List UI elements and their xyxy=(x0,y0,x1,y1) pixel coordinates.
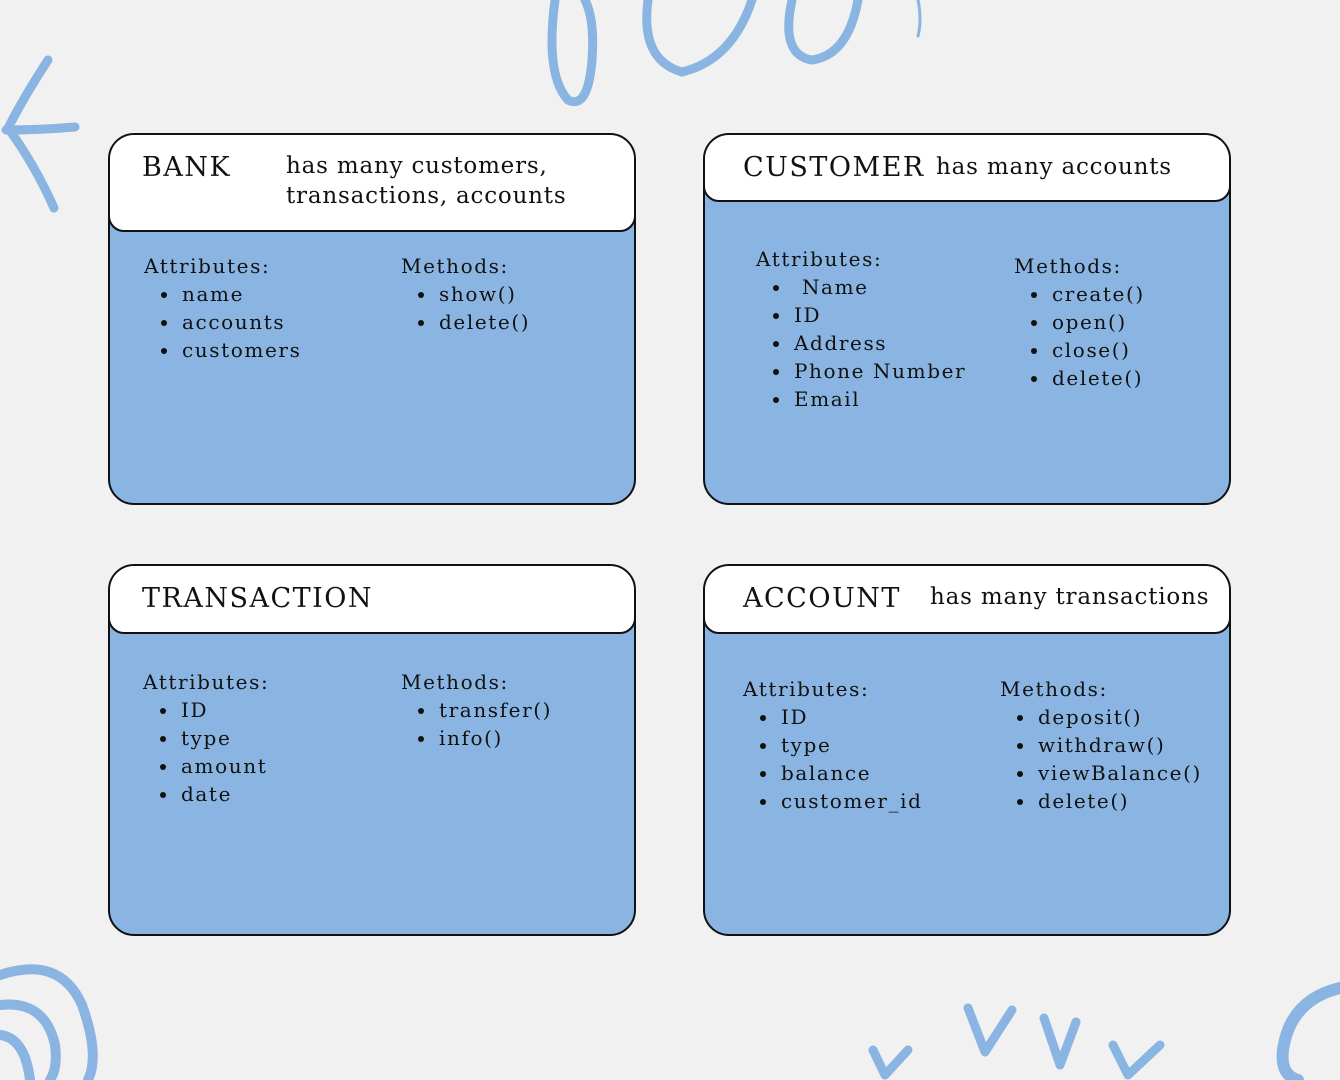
attribute-item: name xyxy=(180,280,301,308)
attributes-heading: Attributes: xyxy=(144,254,271,278)
attribute-item: Phone Number xyxy=(792,357,966,385)
customer-relationship: has many accounts xyxy=(936,154,1172,180)
method-item: delete() xyxy=(437,308,530,336)
customer-card: CUSTOMER has many accounts Attributes: N… xyxy=(703,133,1231,505)
account-attributes: Attributes: ID type balance customer_id xyxy=(743,675,923,815)
attribute-item: ID xyxy=(792,301,966,329)
transaction-card-header: TRANSACTION xyxy=(110,566,634,634)
method-item: withdraw() xyxy=(1036,731,1202,759)
attribute-item: type xyxy=(179,724,269,752)
method-item: open() xyxy=(1050,308,1145,336)
method-item: create() xyxy=(1050,280,1145,308)
bank-attributes: Attributes: name accounts customers xyxy=(144,252,301,364)
methods-heading: Methods: xyxy=(1014,254,1122,278)
attribute-item: ID xyxy=(779,703,923,731)
method-item: viewBalance() xyxy=(1036,759,1202,787)
method-item: close() xyxy=(1050,336,1145,364)
account-relationship: has many transactions xyxy=(930,584,1210,610)
transaction-methods: Methods: transfer() info() xyxy=(401,668,552,752)
attribute-item: Name xyxy=(792,273,966,301)
methods-heading: Methods: xyxy=(401,254,509,278)
account-card: ACCOUNT has many transactions Attributes… xyxy=(703,564,1231,936)
scribble-doodle-icon xyxy=(0,964,98,1080)
customer-attributes: Attributes: Name ID Address Phone Number… xyxy=(756,245,966,413)
bank-card: BANK has many customers, transactions, a… xyxy=(108,133,636,505)
transaction-card: TRANSACTION Attributes: ID type amount d… xyxy=(108,564,636,936)
checkmarks-doodle-icon xyxy=(868,1003,1165,1080)
bank-relationship-line-2: transactions, accounts xyxy=(286,183,567,209)
bank-card-header: BANK has many customers, transactions, a… xyxy=(110,135,634,232)
bank-relationship-line-1: has many customers, xyxy=(286,153,548,179)
attribute-item: type xyxy=(779,731,923,759)
attributes-heading: Attributes: xyxy=(743,677,870,701)
attribute-item: customer_id xyxy=(779,787,923,815)
attribute-item: date xyxy=(179,780,269,808)
attribute-item: accounts xyxy=(180,308,301,336)
customer-card-header: CUSTOMER has many accounts xyxy=(705,135,1229,202)
circle-doodle-icon xyxy=(1276,982,1340,1080)
attribute-item: ID xyxy=(179,696,269,724)
account-card-header: ACCOUNT has many transactions xyxy=(705,566,1229,634)
account-methods: Methods: deposit() withdraw() viewBalanc… xyxy=(1000,675,1202,815)
method-item: delete() xyxy=(1036,787,1202,815)
methods-heading: Methods: xyxy=(401,670,509,694)
bank-methods: Methods: show() delete() xyxy=(401,252,530,336)
customer-title: CUSTOMER xyxy=(743,152,925,183)
attribute-item: Address xyxy=(792,329,966,357)
attributes-heading: Attributes: xyxy=(756,247,883,271)
account-title: ACCOUNT xyxy=(743,583,901,614)
attributes-heading: Attributes: xyxy=(143,670,270,694)
method-item: deposit() xyxy=(1036,703,1202,731)
methods-heading: Methods: xyxy=(1000,677,1108,701)
bank-title: BANK xyxy=(142,152,232,183)
attribute-item: balance xyxy=(779,759,923,787)
transaction-attributes: Attributes: ID type amount date xyxy=(143,668,269,808)
method-item: info() xyxy=(437,724,552,752)
loop-doodle-icon xyxy=(547,0,922,107)
arrow-doodle-icon xyxy=(1,55,80,213)
bank-relationship: has many customers, transactions, accoun… xyxy=(286,151,566,211)
attribute-item: amount xyxy=(179,752,269,780)
method-item: show() xyxy=(437,280,530,308)
transaction-title: TRANSACTION xyxy=(142,583,374,614)
method-item: delete() xyxy=(1050,364,1145,392)
customer-methods: Methods: create() open() close() delete(… xyxy=(1014,252,1145,392)
attribute-item: Email xyxy=(792,385,966,413)
method-item: transfer() xyxy=(437,696,552,724)
attribute-item: customers xyxy=(180,336,301,364)
